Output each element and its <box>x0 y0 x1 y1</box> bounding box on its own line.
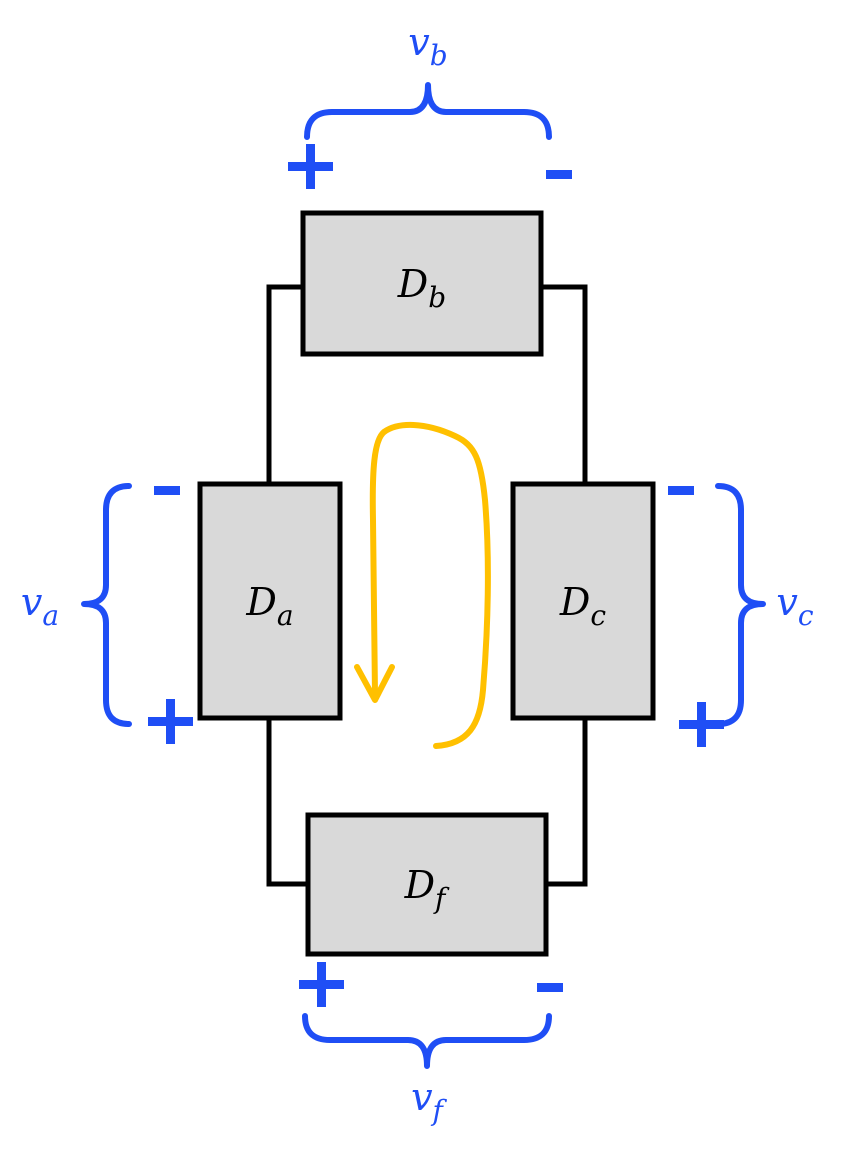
loop-arrowhead-icon <box>354 664 395 703</box>
loop-arrow <box>354 421 491 749</box>
vb-minus-icon <box>546 170 572 179</box>
va-minus-icon <box>154 486 180 495</box>
va-subscript: a <box>42 599 59 632</box>
svg-text:vb: vb <box>408 20 447 72</box>
vf-symbol: v <box>411 1075 433 1119</box>
device-df-symbol: D <box>404 863 435 907</box>
vc-subscript: c <box>798 599 814 632</box>
vb-symbol: v <box>408 20 430 64</box>
voltage-vf: vf <box>299 962 563 1127</box>
vc-symbol: v <box>776 580 798 624</box>
device-db: Db <box>300 210 544 357</box>
device-da: Da <box>197 481 343 721</box>
device-dc: Dc <box>510 481 656 721</box>
svg-text:Da: Da <box>245 580 293 632</box>
device-df: Df <box>305 812 549 957</box>
voltage-va: va <box>21 483 193 744</box>
va-symbol: v <box>21 580 43 624</box>
svg-text:Dc: Dc <box>559 580 606 632</box>
device-dc-symbol: D <box>559 580 590 624</box>
device-da-symbol: D <box>245 580 276 624</box>
wires <box>266 284 588 887</box>
vc-minus-icon <box>668 486 694 495</box>
vf-subscript: f <box>431 1094 448 1127</box>
voltage-vb: vb <box>288 20 572 189</box>
device-da-subscript: a <box>277 599 294 632</box>
svg-text:va: va <box>21 580 59 632</box>
device-db-symbol: D <box>397 262 428 306</box>
device-db-subscript: b <box>428 281 446 314</box>
vf-minus-icon <box>537 983 563 992</box>
device-dc-subscript: c <box>590 599 606 632</box>
svg-text:vc: vc <box>776 580 813 632</box>
svg-text:vf: vf <box>411 1075 447 1127</box>
voltage-vc: vc <box>668 483 814 747</box>
vb-subscript: b <box>430 39 448 72</box>
svg-text:Db: Db <box>397 262 446 314</box>
